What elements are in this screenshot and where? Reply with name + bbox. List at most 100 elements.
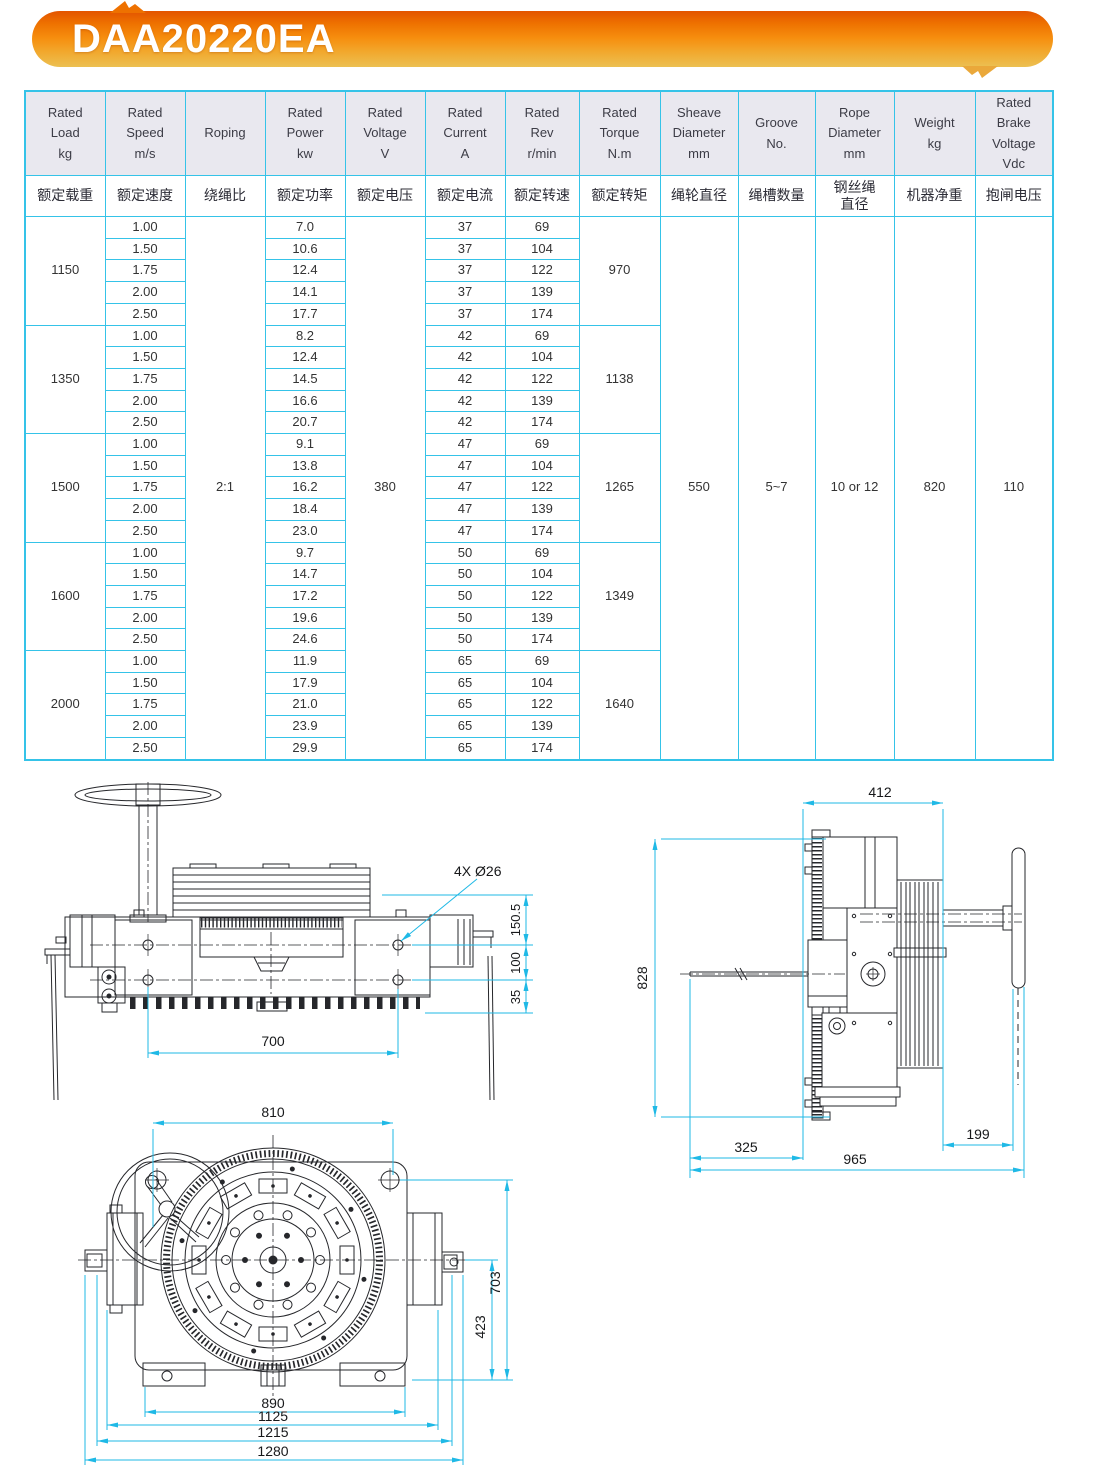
power-cell: 9.7 (264, 541, 346, 565)
rope-cell: 10 or 12 (814, 215, 895, 761)
speed-cell: 1.75 (104, 367, 186, 391)
rev-cell: 69 (504, 650, 580, 673)
rev-cell: 69 (504, 541, 580, 565)
header-cell-en: Rated Rev r/min (504, 90, 580, 176)
header-cell-en: Rated Power kw (264, 90, 346, 176)
current-cell: 50 (424, 563, 506, 586)
torque-cell: 970 (578, 216, 661, 326)
power-cell: 17.9 (264, 671, 346, 695)
current-cell: 50 (424, 541, 506, 565)
speed-cell: 1.00 (104, 650, 186, 673)
power-cell: 17.7 (264, 302, 346, 326)
speed-cell: 2.00 (104, 389, 186, 413)
speed-cell: 1.75 (104, 259, 186, 283)
speed-cell: 2.50 (104, 302, 186, 326)
rev-cell: 139 (504, 715, 580, 738)
power-cell: 12.4 (264, 346, 346, 369)
rev-cell: 104 (504, 454, 580, 478)
speed-cell: 2.50 (104, 519, 186, 543)
current-cell: 65 (424, 693, 506, 717)
rev-cell: 69 (504, 324, 580, 348)
weight-cell: 820 (893, 215, 976, 761)
speed-cell: 2.00 (104, 498, 186, 521)
speed-cell: 2.00 (104, 715, 186, 738)
rev-cell: 174 (504, 519, 580, 543)
front-elevation-drawing: 700 4X Ø26 150.5 100 35 (44, 782, 533, 1101)
dim-100-label: 100 (508, 952, 523, 974)
header-cell-en: Roping (184, 90, 266, 176)
power-cell: 8.2 (264, 324, 346, 348)
current-cell: 50 (424, 584, 506, 608)
speed-cell: 1.00 (104, 216, 186, 239)
speed-cell: 2.50 (104, 628, 186, 652)
power-cell: 13.8 (264, 454, 346, 478)
header-cell-en: Weight kg (893, 90, 976, 176)
power-cell: 18.4 (264, 498, 346, 521)
dim-1280-label: 1280 (257, 1443, 288, 1459)
power-cell: 14.1 (264, 281, 346, 304)
power-cell: 11.9 (264, 650, 346, 673)
header-cell-en: Rated Current A (424, 90, 506, 176)
speed-cell: 1.00 (104, 433, 186, 456)
header-cell-cn: 额定载重 (24, 175, 106, 217)
power-cell: 14.5 (264, 367, 346, 391)
rev-cell: 139 (504, 389, 580, 413)
speed-cell: 2.00 (104, 606, 186, 630)
power-cell: 10.6 (264, 237, 346, 261)
load-cell: 2000 (24, 650, 106, 761)
speed-cell: 1.50 (104, 346, 186, 369)
current-cell: 50 (424, 606, 506, 630)
rev-cell: 69 (504, 433, 580, 456)
current-cell: 37 (424, 259, 506, 283)
dim-199-label: 199 (966, 1126, 990, 1142)
header-cell-en: Rated Voltage V (344, 90, 426, 176)
current-cell: 50 (424, 628, 506, 652)
speed-cell: 1.75 (104, 476, 186, 500)
power-cell: 14.7 (264, 563, 346, 586)
header-cell-cn: 额定转速 (504, 175, 580, 217)
current-cell: 47 (424, 433, 506, 456)
header-cell-cn: 抱闸电压 (974, 175, 1054, 217)
header-cell-cn: 绳轮直径 (659, 175, 739, 217)
speed-cell: 2.00 (104, 281, 186, 304)
rev-cell: 139 (504, 606, 580, 630)
torque-cell: 1349 (578, 541, 661, 652)
flame-decoration-top (110, 1, 146, 13)
dim-412-label: 412 (868, 784, 892, 800)
power-cell: 17.2 (264, 584, 346, 608)
speed-cell: 1.50 (104, 454, 186, 478)
rev-cell: 139 (504, 281, 580, 304)
header-cell-cn: 额定功率 (264, 175, 346, 217)
front-view-drawing: 810 703 423 890 1125 1215 1280 (78, 1104, 513, 1465)
current-cell: 42 (424, 389, 506, 413)
dim-965-label: 965 (843, 1151, 867, 1167)
dim-423-label: 423 (472, 1315, 488, 1339)
speed-cell: 1.00 (104, 541, 186, 565)
power-cell: 23.0 (264, 519, 346, 543)
current-cell: 37 (424, 281, 506, 304)
rev-cell: 122 (504, 584, 580, 608)
dim-810-label: 810 (261, 1104, 285, 1120)
rev-cell: 122 (504, 693, 580, 717)
header-cell-en: Rope Diameter mm (814, 90, 895, 176)
flame-decoration-bottom (962, 66, 998, 78)
dim-325-label: 325 (734, 1139, 758, 1155)
header-cell-cn: 额定速度 (104, 175, 186, 217)
rev-cell: 122 (504, 367, 580, 391)
speed-cell: 2.50 (104, 411, 186, 435)
sheave-cell: 550 (659, 215, 739, 761)
dim-1125-label: 1125 (258, 1408, 288, 1424)
